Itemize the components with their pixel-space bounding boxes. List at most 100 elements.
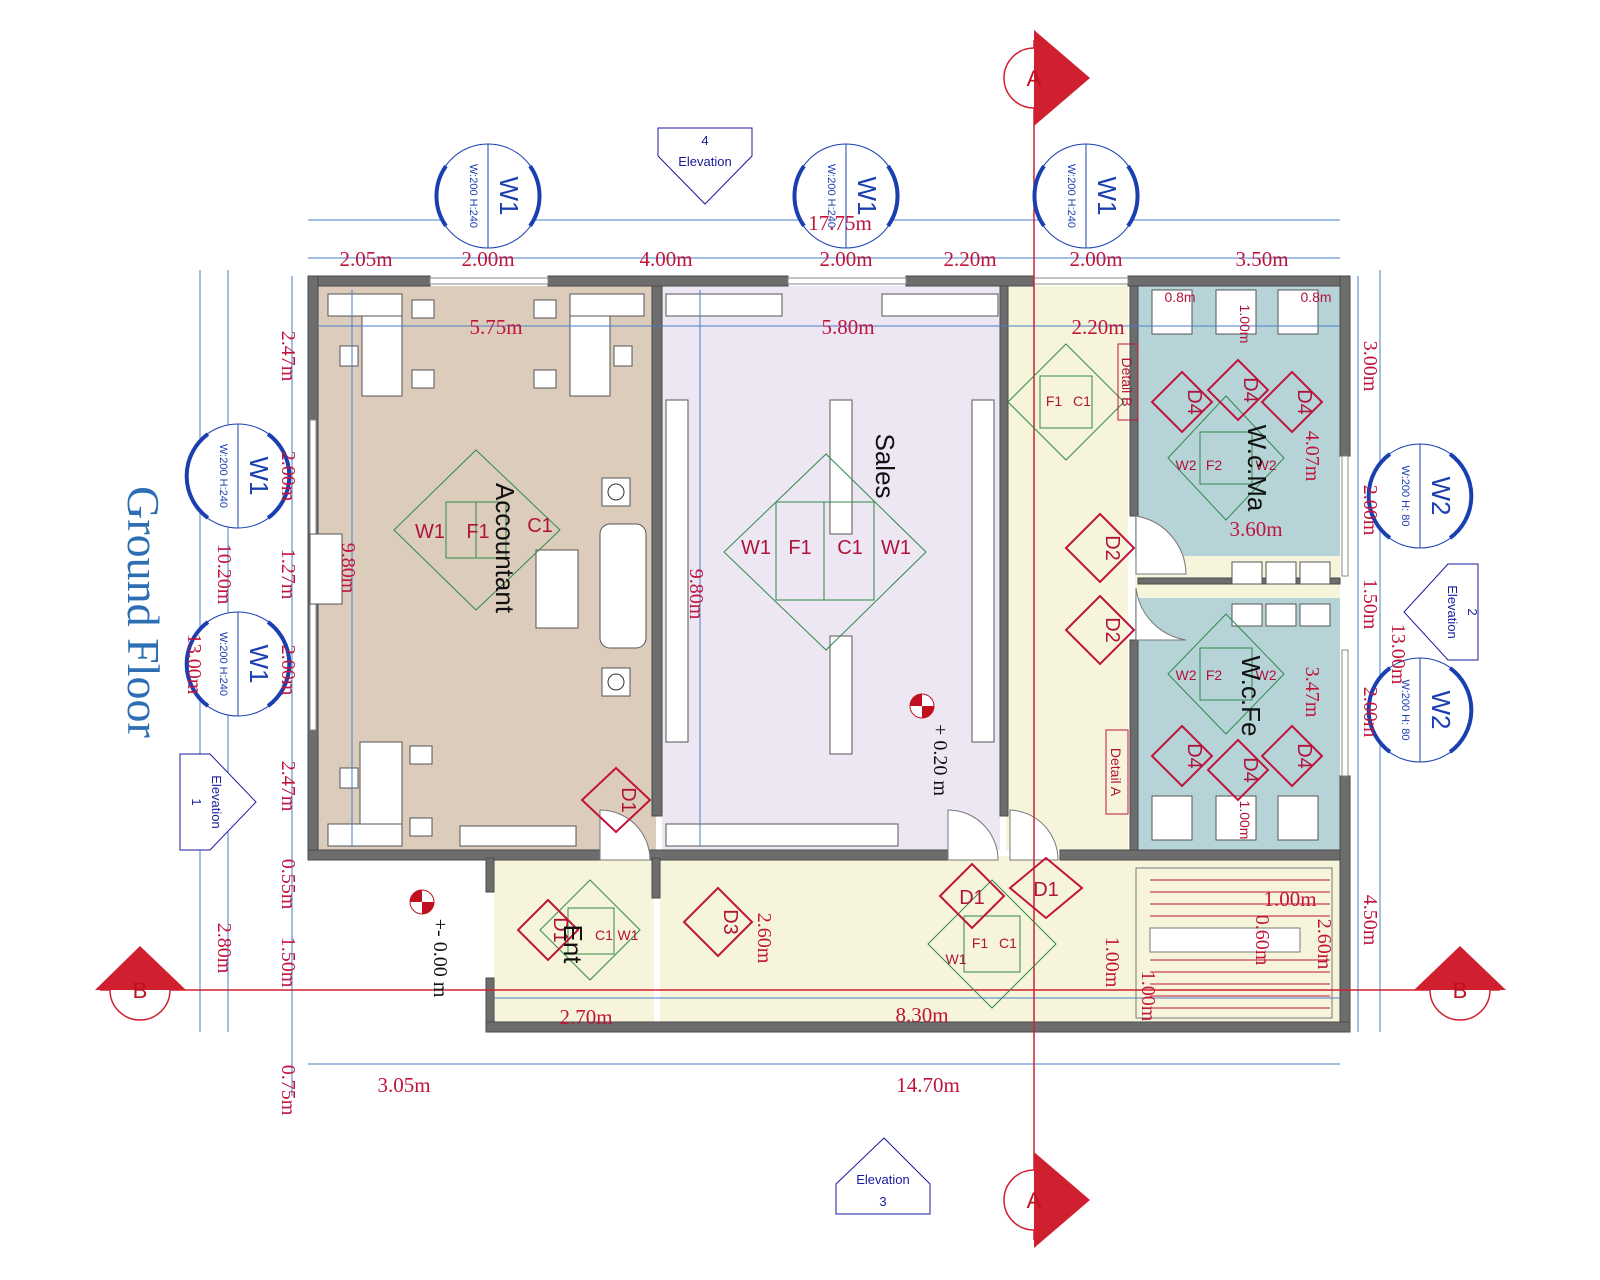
door-tag-d4-female-3: D4: [1260, 724, 1324, 788]
svg-text:W1: W1: [244, 645, 274, 684]
elevation-marker-2: Elevation 2: [1403, 563, 1480, 661]
door-tag-d3: D3: [682, 886, 754, 958]
svg-text:13.00m: 13.00m: [183, 634, 205, 695]
svg-text:D1: D1: [959, 887, 985, 909]
door-tag-d4-male-3: D4: [1260, 370, 1324, 434]
svg-text:C1: C1: [1073, 393, 1091, 409]
svg-text:2.05m: 2.05m: [339, 247, 392, 271]
elevation-marker-3: Elevation 3: [835, 1137, 931, 1215]
wc-fixtures: [1151, 289, 1331, 841]
svg-text:1.00m: 1.00m: [1237, 305, 1253, 344]
svg-text:2.00m: 2.00m: [277, 645, 299, 696]
svg-text:1.00m: 1.00m: [1101, 937, 1123, 988]
svg-text:4.07m: 4.07m: [1301, 431, 1323, 482]
svg-text:W2: W2: [1256, 667, 1277, 683]
section-label-a-bottom: A: [1027, 1188, 1042, 1213]
svg-text:W1: W1: [244, 457, 274, 496]
svg-text:10.20m: 10.20m: [213, 544, 235, 605]
svg-text:2.00m: 2.00m: [819, 247, 872, 271]
floor-title: Ground Floor: [118, 486, 169, 738]
svg-text:9.80m: 9.80m: [685, 569, 707, 620]
entrance-floor: [494, 856, 654, 1022]
door-tag-d1-corridor: D1: [1008, 856, 1084, 920]
svg-text:5.75m: 5.75m: [469, 315, 522, 339]
svg-text:2.20m: 2.20m: [943, 247, 996, 271]
door-tag-d1-accountant: D1: [580, 766, 652, 834]
detail-callout-b: Detail B: [1117, 343, 1139, 421]
room-label-sales: Sales: [870, 433, 900, 498]
window-tag-w2-right-2: W2 W:200 H: 80: [1366, 657, 1474, 763]
svg-text:1: 1: [189, 798, 204, 805]
window-tag-w1-top-2: W1 W:200 H:240: [792, 143, 900, 249]
svg-text:+- 0.00 m: +- 0.00 m: [429, 919, 451, 998]
svg-text:F1: F1: [788, 537, 811, 559]
finish-tag-accountant: W1 F1 C1: [393, 449, 561, 611]
svg-text:W1: W1: [946, 951, 967, 967]
svg-text:D3: D3: [719, 909, 741, 935]
svg-text:W1: W1: [1092, 177, 1122, 216]
svg-text:0.8m: 0.8m: [1164, 289, 1195, 305]
svg-text:D1: D1: [617, 787, 639, 813]
level-marker-inside: + 0.20 m: [909, 693, 951, 796]
svg-text:2.00m: 2.00m: [277, 451, 299, 502]
svg-text:Detail A: Detail A: [1108, 748, 1124, 797]
svg-text:3.05m: 3.05m: [377, 1073, 430, 1097]
finish-tag-wc-male: W2 F2 W2: [1167, 395, 1285, 521]
dimension-texts-horizontal: 17.75m 2.05m 2.00m 4.00m 2.00m 2.20m 2.0…: [339, 211, 1331, 1097]
svg-text:W:200 H:240: W:200 H:240: [1065, 164, 1077, 228]
room-label-wc-female: W.c.Fe: [1236, 656, 1266, 737]
svg-text:4.00m: 4.00m: [639, 247, 692, 271]
section-label-b-right: B: [1453, 978, 1468, 1003]
svg-text:2.60m: 2.60m: [1313, 919, 1335, 970]
svg-text:2.47m: 2.47m: [277, 761, 299, 812]
svg-text:F1: F1: [972, 935, 989, 951]
svg-text:F2: F2: [1206, 667, 1223, 683]
svg-text:D4: D4: [1293, 743, 1315, 769]
svg-text:C1: C1: [999, 935, 1017, 951]
dim-overall-width: 17.75m: [808, 211, 872, 235]
svg-text:4: 4: [701, 133, 708, 148]
finish-tag-wc-female: W2 F2 W2: [1167, 613, 1285, 735]
svg-text:W:200 H: 80: W:200 H: 80: [1399, 466, 1411, 527]
svg-text:W:200 H:240: W:200 H:240: [217, 632, 229, 696]
svg-text:W1: W1: [881, 537, 911, 559]
svg-text:1.00m: 1.00m: [1237, 801, 1253, 840]
section-marker-a-top: A: [1003, 30, 1090, 126]
svg-text:13.00m: 13.00m: [1387, 624, 1409, 685]
section-label-b-left: B: [133, 978, 148, 1003]
door-tag-entrance: D1: [516, 898, 580, 962]
svg-text:2: 2: [1465, 608, 1480, 615]
section-marker-b-left: B: [95, 946, 186, 1021]
svg-text:Elevation: Elevation: [678, 154, 731, 169]
svg-text:+ 0.20 m: + 0.20 m: [929, 724, 951, 796]
svg-text:W:200 H:240: W:200 H:240: [467, 164, 479, 228]
svg-text:W:200 H: 80: W:200 H: 80: [1399, 680, 1411, 741]
finish-tag-corridor: F1 C1: [1007, 343, 1125, 461]
room-label-accountant: Accountant: [490, 483, 520, 614]
svg-text:D4: D4: [1239, 377, 1261, 403]
svg-text:1.00m: 1.00m: [1137, 971, 1159, 1022]
svg-text:2.00m: 2.00m: [1359, 687, 1381, 738]
finish-tag-entrance: C1 W1: [539, 879, 641, 981]
svg-text:D4: D4: [1239, 757, 1261, 783]
svg-text:4.50m: 4.50m: [1359, 895, 1381, 946]
sales-furniture: [665, 293, 999, 847]
svg-text:W2: W2: [1176, 667, 1197, 683]
svg-text:C1: C1: [595, 927, 613, 943]
window-openings: [309, 277, 1349, 777]
svg-text:D2: D2: [1101, 617, 1123, 643]
section-label-a-top: A: [1027, 66, 1042, 91]
svg-text:W2: W2: [1426, 691, 1456, 730]
svg-text:C1: C1: [527, 515, 553, 537]
svg-text:D4: D4: [1183, 389, 1205, 415]
svg-text:D4: D4: [1183, 743, 1205, 769]
svg-text:W1: W1: [741, 537, 771, 559]
svg-text:F1: F1: [1046, 393, 1063, 409]
svg-text:14.70m: 14.70m: [896, 1073, 960, 1097]
elevation-marker-1: Elevation 1: [179, 753, 257, 851]
door-tag-d4-female-1: D4: [1150, 724, 1214, 788]
svg-text:D4: D4: [1293, 389, 1315, 415]
svg-text:1.50m: 1.50m: [277, 937, 299, 988]
section-marker-b-right: B: [1414, 946, 1506, 1021]
